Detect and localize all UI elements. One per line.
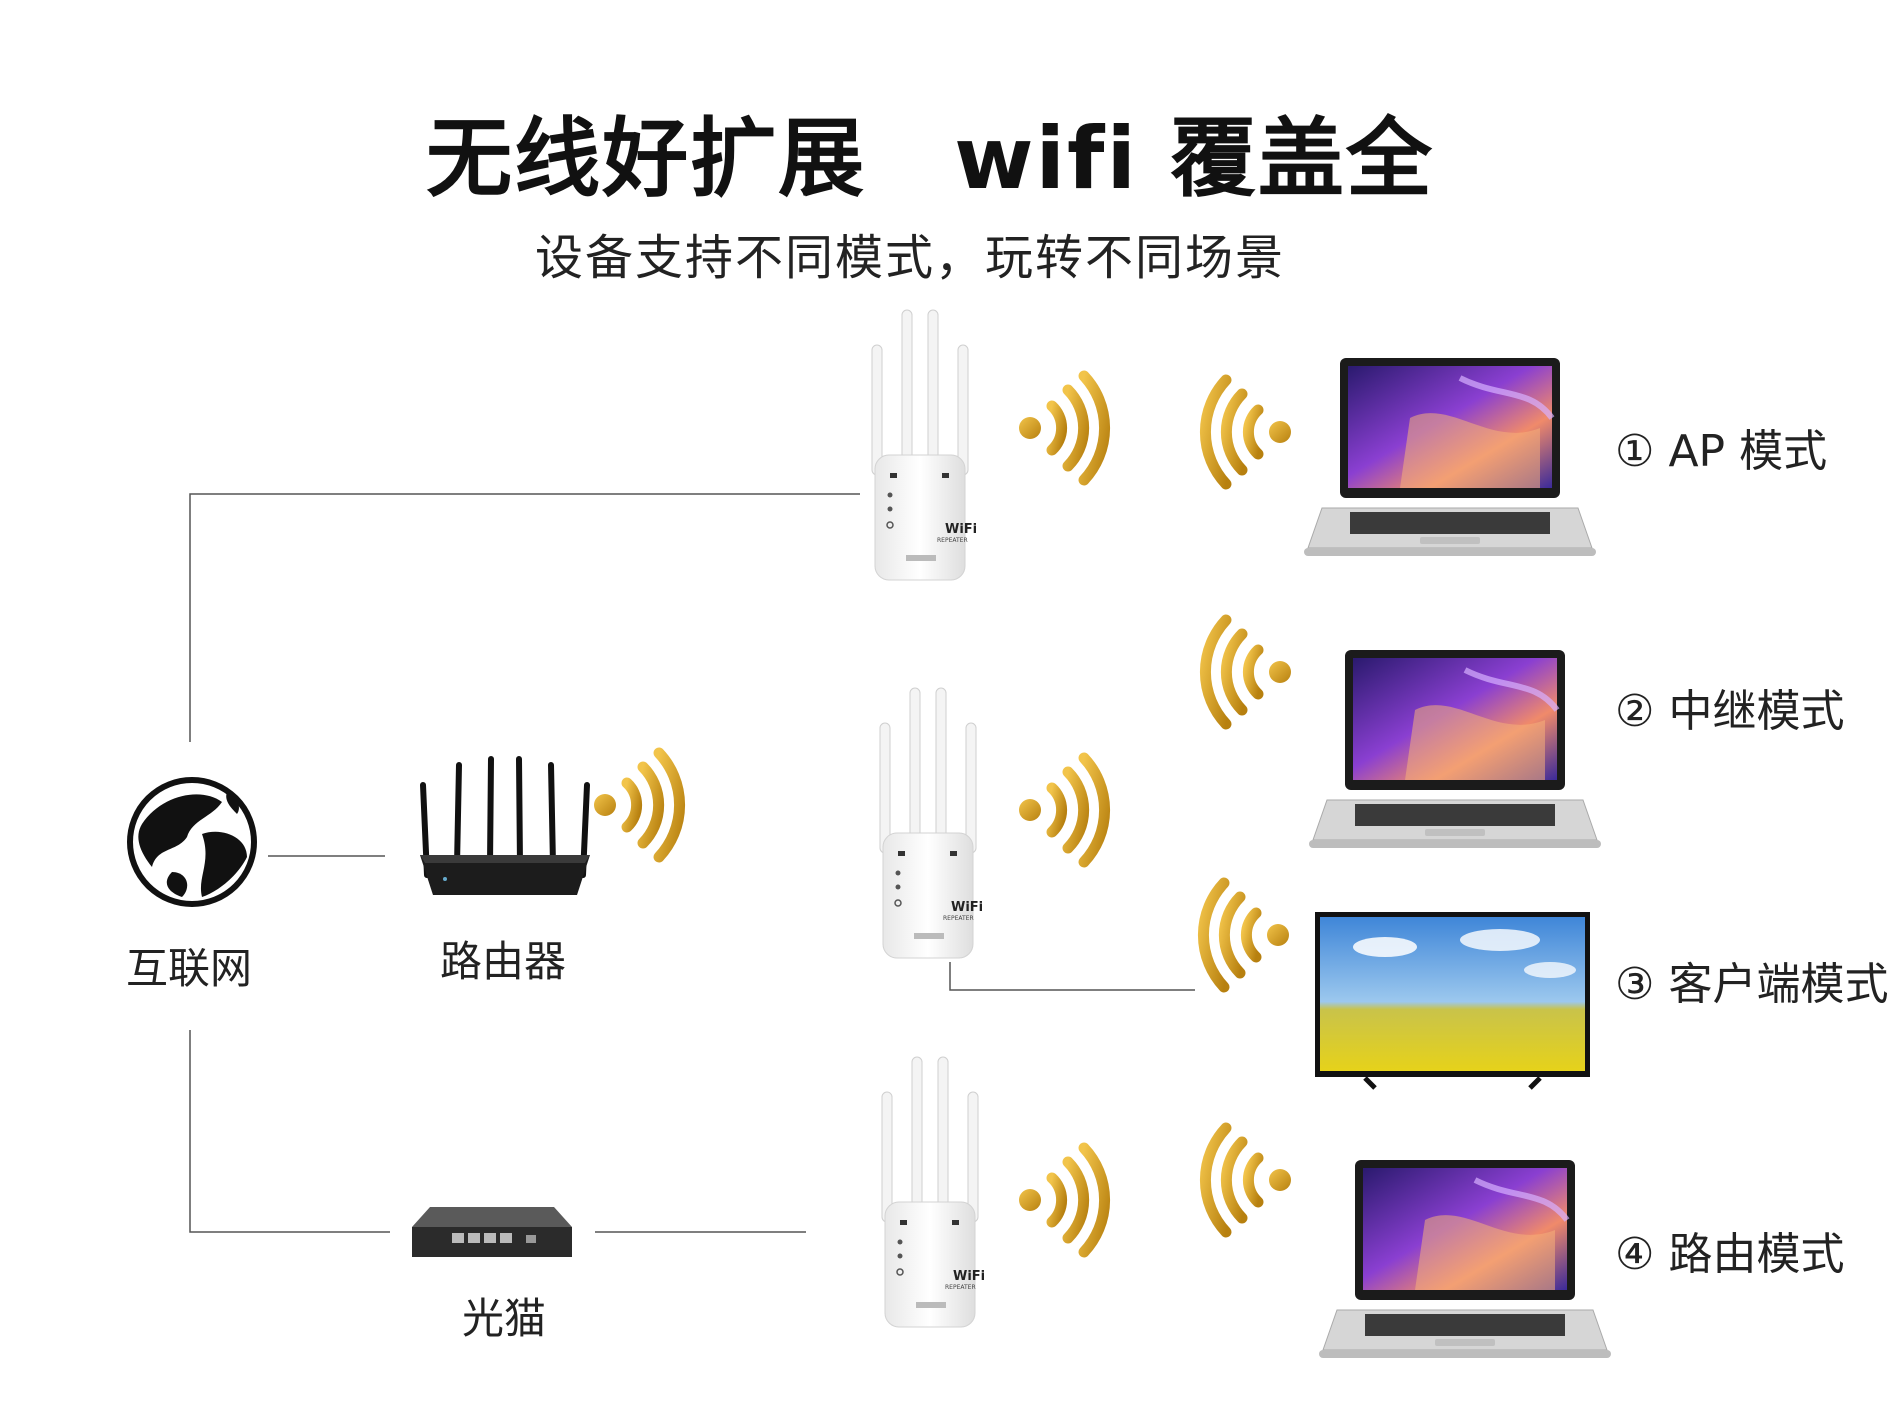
repeater-badge-sub: REPEATER [937,537,968,544]
line-internet-to-modem [189,1030,390,1233]
mode-client: ③ 客户端模式 [1615,948,1888,1012]
page-subtitle: 设备支持不同模式，玩转不同场景 [534,230,1285,286]
tv-icon [1315,912,1590,1090]
wifi-wave-icon [1019,376,1105,480]
router-icon [420,756,590,895]
modem-label: 光猫 [462,1294,547,1343]
page-title: 无线好扩展 wifi 覆盖全 [426,109,1434,209]
repeater-badge-sub: REPEATER [945,1284,976,1291]
mode-ap: ① AP 模式 [1615,415,1827,479]
laptop-icon [1304,358,1596,556]
mode-number: ② [1615,686,1655,737]
mode-number: ③ [1615,959,1655,1010]
repeater-badge-sub: REPEATER [943,915,974,922]
wifi-wave-icon [594,753,680,857]
router-label: 路由器 [440,937,567,986]
modem-icon [412,1207,572,1257]
laptop-icon [1319,1160,1611,1358]
laptop-icon [1309,650,1601,848]
mode-relay: ② 中继模式 [1615,675,1844,739]
mode-label: AP 模式 [1668,426,1828,477]
mode-label: 中继模式 [1668,686,1845,737]
internet-label: 互联网 [126,944,253,993]
repeater-badge: WiFi [953,1269,986,1284]
mode-number: ① [1615,426,1655,477]
line-repeater-to-tv [949,962,1195,991]
repeater-badge: WiFi [945,522,978,537]
wifi-wave-icon [1205,620,1291,724]
wifi-wave-icon [1205,380,1291,484]
repeater-badge: WiFi [951,900,984,915]
mode-label: 路由模式 [1668,1229,1845,1280]
wifi-wave-icon [1205,1128,1291,1232]
wifi-wave-icon [1019,758,1105,862]
mode-router: ④ 路由模式 [1615,1218,1844,1282]
line-internet-to-ap [189,493,860,742]
connection-lines [189,493,1195,1233]
mode-number: ④ [1615,1229,1655,1280]
globe-icon [127,777,257,907]
wifi-wave-icon [1019,1148,1105,1252]
wifi-wave-icon [1203,883,1289,987]
mode-label: 客户端模式 [1668,959,1889,1010]
